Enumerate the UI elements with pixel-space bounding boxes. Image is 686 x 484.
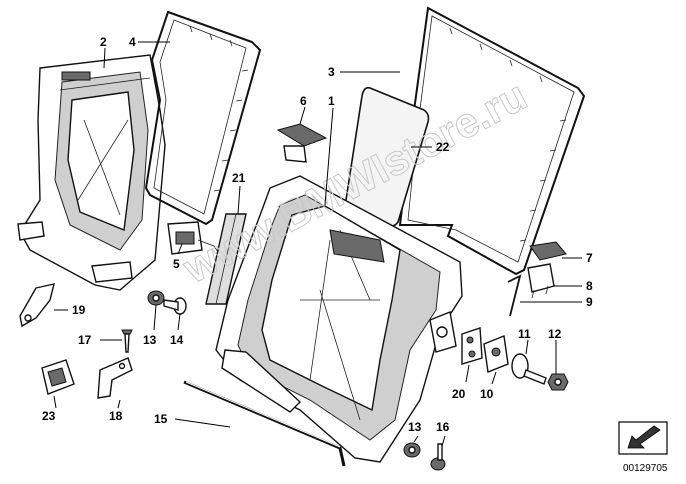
callout-7[interactable]: 7 <box>586 251 593 265</box>
part-9-hook <box>507 274 522 317</box>
part-7-cover <box>529 241 567 261</box>
callout-labels: 1 2 3 4 5 6 7 8 9 10 11 12 13 13 14 15 1… <box>42 35 593 434</box>
callout-12[interactable]: 12 <box>548 327 562 341</box>
callout-22[interactable]: 22 <box>436 140 450 154</box>
callout-10[interactable]: 10 <box>480 387 494 401</box>
callout-20[interactable]: 20 <box>452 387 466 401</box>
part-21-strip <box>205 213 247 305</box>
part-17-screw <box>121 329 133 353</box>
part-1-backrest-frame <box>215 175 463 463</box>
part-10-cap <box>483 335 509 373</box>
callout-14[interactable]: 14 <box>170 333 184 347</box>
callout-21[interactable]: 21 <box>232 171 246 185</box>
part-6-clip <box>276 123 328 163</box>
callout-9[interactable]: 9 <box>586 295 593 309</box>
callout-5[interactable]: 5 <box>173 257 180 271</box>
callout-23[interactable]: 23 <box>42 409 56 423</box>
part-12-nut <box>547 373 569 391</box>
callout-6[interactable]: 6 <box>300 94 307 108</box>
part-23-buckle <box>41 359 75 395</box>
callout-18[interactable]: 18 <box>109 409 123 423</box>
callout-2[interactable]: 2 <box>100 35 107 49</box>
leader-lines <box>53 41 582 447</box>
part-15-rod <box>183 380 346 467</box>
callout-11[interactable]: 11 <box>518 327 531 341</box>
part-13-grommet-upper <box>147 290 165 306</box>
callout-3[interactable]: 3 <box>328 65 335 79</box>
callout-1[interactable]: 1 <box>328 94 335 108</box>
callout-16[interactable]: 16 <box>436 420 450 434</box>
callout-8[interactable]: 8 <box>586 279 593 293</box>
part-2-seat-frame <box>17 54 166 291</box>
part-19-bracket <box>19 283 55 328</box>
part-20-hinge-plate <box>461 327 483 365</box>
callout-13-upper[interactable]: 13 <box>143 333 157 347</box>
callout-13-lower[interactable]: 13 <box>408 420 422 434</box>
part-13-grommet-lower <box>403 442 421 458</box>
part-11-bolt <box>511 353 547 385</box>
next-page-arrow-icon[interactable] <box>618 421 668 455</box>
part-14-bolt <box>163 297 187 315</box>
callout-19[interactable]: 19 <box>72 303 86 317</box>
diagram-code: 00129705 <box>623 463 668 474</box>
part-16-bolt <box>430 443 446 471</box>
part-18-angle-bracket <box>97 357 133 399</box>
part-5-bracket <box>167 221 219 255</box>
callout-15[interactable]: 15 <box>154 412 168 426</box>
callout-4[interactable]: 4 <box>129 35 136 49</box>
callout-17[interactable]: 17 <box>78 333 92 347</box>
part-4-frame-wire <box>144 10 262 226</box>
part-8-latch <box>527 263 555 299</box>
